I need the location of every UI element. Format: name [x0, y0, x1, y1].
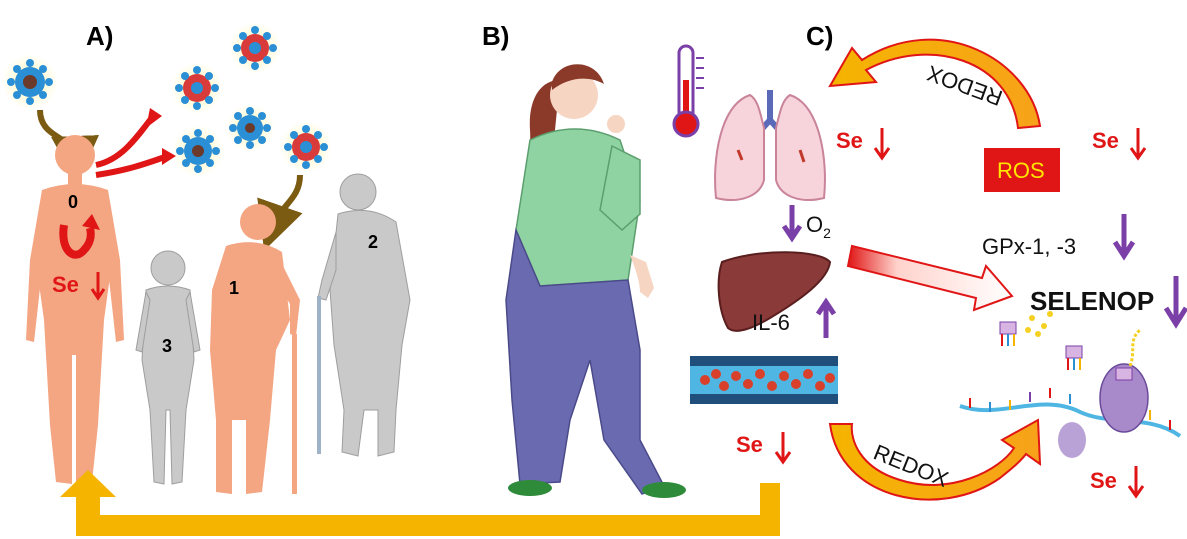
- person-3-label: 3: [162, 336, 172, 356]
- o2-label: O2: [806, 212, 831, 241]
- feedback-arrow: [60, 470, 780, 536]
- person-0-label: 0: [68, 192, 78, 212]
- down-arrow-icon: [1131, 128, 1145, 158]
- panel-label-b: B): [482, 21, 509, 51]
- person-3-figure: [136, 251, 200, 484]
- blood-vessel-icon: [690, 356, 838, 404]
- se-label: Se: [1090, 468, 1117, 493]
- walking-cane: [292, 334, 297, 494]
- il6-label: IL-6: [752, 310, 790, 335]
- lungs-icon: [715, 90, 825, 200]
- coughing-patient-figure: [506, 64, 686, 498]
- up-arrow-icon: [818, 302, 834, 338]
- walking-cane: [317, 296, 321, 454]
- virus-icon: [2, 54, 58, 110]
- person-0-figure: [26, 135, 124, 484]
- down-arrow-icon: [1166, 276, 1186, 324]
- spread-arrows: [96, 108, 176, 175]
- ros-label: ROS: [997, 158, 1045, 183]
- infection-arrow: [272, 175, 300, 228]
- down-arrow-icon: [1129, 466, 1143, 496]
- selenoprotein-synthesis-icon: [960, 311, 1180, 458]
- person-2-figure: [318, 174, 410, 456]
- virus-icon: [226, 104, 274, 152]
- person-1-label: 1: [229, 278, 239, 298]
- gpx-label: GPx-1, -3: [982, 234, 1076, 259]
- person-2-label: 2: [368, 232, 378, 252]
- down-arrow-icon: [1115, 214, 1133, 256]
- panel-label-c: C): [806, 21, 833, 51]
- virus-icon: [172, 125, 224, 177]
- person-1-figure: [210, 204, 300, 494]
- down-arrow-icon: [776, 432, 790, 462]
- se-label: Se: [52, 272, 79, 297]
- virus-icon: [229, 22, 281, 74]
- virus-icon: [171, 62, 223, 114]
- down-arrow-icon: [784, 205, 800, 238]
- se-label: Se: [1092, 128, 1119, 153]
- virus-icon: [280, 121, 332, 173]
- panel-label-a: A): [86, 21, 113, 51]
- thermometer-icon: [674, 46, 704, 136]
- down-arrow-icon: [875, 128, 889, 158]
- se-label: Se: [836, 128, 863, 153]
- se-label: Se: [736, 432, 763, 457]
